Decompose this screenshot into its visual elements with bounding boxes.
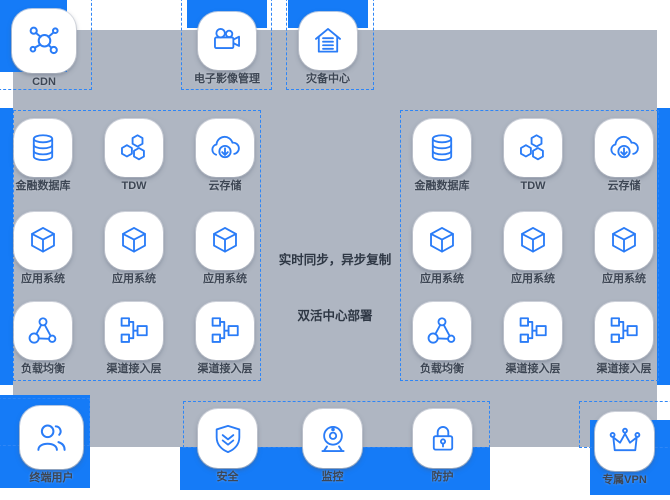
- tile-label: 应用系统: [21, 273, 65, 285]
- imaging-zone-box: [181, 0, 272, 90]
- cloud-download-icon: [607, 131, 641, 165]
- disaster-recovery-house-icon: [311, 24, 345, 58]
- tile-label: 应用系统: [112, 273, 156, 285]
- tile-label: 渠道接入层: [596, 363, 652, 375]
- disaster-recovery-house-tile: [299, 12, 357, 70]
- tile-label: 负载均衡: [420, 363, 464, 375]
- hexagons-tile: [105, 119, 163, 177]
- tile-label: 终端用户: [29, 472, 74, 484]
- database-tile: [413, 119, 471, 177]
- cdn-icon: [26, 23, 63, 60]
- load-balancer-icon: [26, 314, 60, 348]
- lock-tile: [413, 409, 472, 468]
- org-tree-tile: [105, 302, 163, 360]
- webcam-tile: [303, 409, 362, 468]
- tile-label: 金融数据库: [414, 180, 470, 192]
- cdn-tile: [12, 9, 76, 73]
- users-tile: [20, 406, 83, 469]
- tile-label: 云存储: [607, 180, 641, 192]
- cdn-zone-box: [0, 0, 92, 90]
- load-balancer-icon: [425, 314, 459, 348]
- cube-icon: [607, 224, 641, 258]
- tile-label: 金融数据库: [15, 180, 71, 192]
- tile-label: TDW: [121, 180, 147, 192]
- org-tree-icon: [516, 314, 550, 348]
- tile-label: 应用系统: [420, 273, 464, 285]
- tile-label: 灾备中心: [306, 73, 350, 85]
- tile-label: 渠道接入层: [106, 363, 162, 375]
- hexagons-tile: [504, 119, 562, 177]
- tile-label: 应用系统: [602, 273, 646, 285]
- tile-label: 监控: [321, 471, 344, 483]
- tile-label: 渠道接入层: [505, 363, 561, 375]
- shield-tile: [198, 409, 257, 468]
- cube-tile: [105, 212, 163, 270]
- video-camera-tile: [198, 12, 256, 70]
- left-datacenter-box: [13, 110, 261, 381]
- cube-icon: [516, 224, 550, 258]
- video-camera-icon: [210, 24, 244, 58]
- org-tree-icon: [117, 314, 151, 348]
- load-balancer-tile: [14, 302, 72, 360]
- shield-icon: [211, 422, 245, 456]
- tile-label: 电子影像管理: [194, 73, 260, 85]
- cube-tile: [413, 212, 471, 270]
- crown-tile: [595, 412, 654, 471]
- tile-label: 云存储: [208, 180, 242, 192]
- tile-label: TDW: [520, 180, 546, 192]
- lock-icon: [426, 422, 460, 456]
- dr-zone-box: [286, 0, 374, 90]
- org-tree-icon: [208, 314, 242, 348]
- tile-label: CDN: [32, 76, 56, 88]
- deployment-annotation: 双活中心部署: [297, 309, 373, 323]
- right-edge-bar: [657, 108, 670, 385]
- cube-tile: [196, 212, 254, 270]
- tile-label: 负载均衡: [21, 363, 65, 375]
- org-tree-tile: [595, 302, 653, 360]
- cube-tile: [595, 212, 653, 270]
- hexagons-icon: [117, 131, 151, 165]
- cloud-download-tile: [196, 119, 254, 177]
- sync-annotation: 实时同步，异步复制: [278, 253, 392, 267]
- cube-icon: [26, 224, 60, 258]
- cube-tile: [504, 212, 562, 270]
- tile-label: 应用系统: [203, 273, 247, 285]
- cube-icon: [117, 224, 151, 258]
- crown-icon: [608, 425, 642, 459]
- right-datacenter-box: [400, 110, 659, 381]
- load-balancer-tile: [413, 302, 471, 360]
- tile-label: 安全: [216, 471, 239, 483]
- org-tree-icon: [607, 314, 641, 348]
- database-icon: [26, 131, 60, 165]
- tile-label: 渠道接入层: [197, 363, 253, 375]
- org-tree-tile: [196, 302, 254, 360]
- tile-label: 防护: [431, 471, 454, 483]
- left-edge-bar: [0, 108, 13, 385]
- cube-icon: [208, 224, 242, 258]
- tile-label: 应用系统: [511, 273, 555, 285]
- users-icon: [33, 419, 70, 456]
- cloud-download-icon: [208, 131, 242, 165]
- database-icon: [425, 131, 459, 165]
- hexagons-icon: [516, 131, 550, 165]
- cube-icon: [425, 224, 459, 258]
- webcam-icon: [316, 422, 350, 456]
- tile-label: 专属VPN: [602, 474, 647, 486]
- cube-tile: [14, 212, 72, 270]
- database-tile: [14, 119, 72, 177]
- org-tree-tile: [504, 302, 562, 360]
- cloud-download-tile: [595, 119, 653, 177]
